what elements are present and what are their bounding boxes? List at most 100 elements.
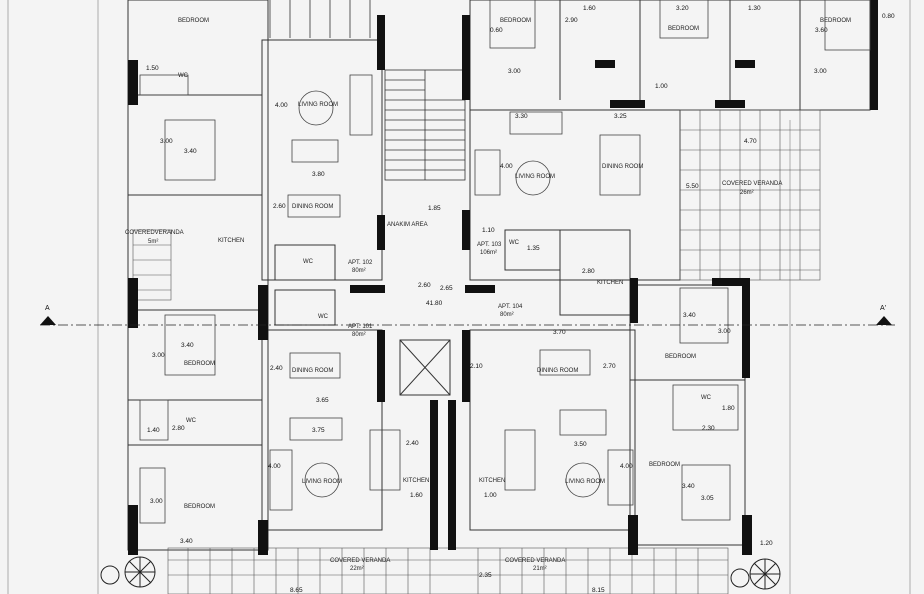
label-covered-veranda-small: COVEREDVERANDA bbox=[125, 230, 184, 236]
dim: 1.30 bbox=[748, 5, 761, 12]
dim: 2.30 bbox=[702, 425, 715, 432]
label-dining-room-4: DINING ROOM bbox=[602, 164, 643, 170]
dim: 0.60 bbox=[490, 27, 503, 34]
dim: 2.80 bbox=[172, 425, 185, 432]
dim: 1.00 bbox=[484, 492, 497, 499]
dim: 3.40 bbox=[184, 148, 197, 155]
veranda-area-22: 22m² bbox=[350, 566, 364, 572]
label-bedroom-3: BEDROOM bbox=[184, 504, 215, 510]
dim: 2.10 bbox=[470, 363, 483, 370]
dim: 2.65 bbox=[440, 285, 453, 292]
dim: 4.70 bbox=[744, 138, 757, 145]
dim: 1.20 bbox=[760, 540, 773, 547]
label-covered-veranda-2: COVERED VERANDA bbox=[330, 558, 390, 564]
dim: 3.20 bbox=[676, 5, 689, 12]
label-bedroom-6: BEDROOM bbox=[500, 18, 531, 24]
stair-area-41: 41.80 bbox=[426, 300, 443, 307]
dim: 1.60 bbox=[410, 492, 423, 499]
label-living-room-2: LIVING ROOM bbox=[302, 479, 342, 485]
veranda-left-small bbox=[132, 229, 172, 301]
dim: 3.00 bbox=[152, 352, 165, 359]
apt-102-area: 80m² bbox=[352, 268, 366, 274]
dim: 1.10 bbox=[482, 227, 495, 234]
dim: 4.00 bbox=[268, 463, 281, 470]
dim: 2.40 bbox=[270, 365, 283, 372]
dim: 2.35 bbox=[479, 572, 492, 579]
dim: 1.80 bbox=[722, 405, 735, 412]
apt-104-label: APT. 104 bbox=[498, 304, 523, 310]
apt-103-area: 106m² bbox=[480, 250, 497, 256]
veranda-area-21: 21m² bbox=[533, 566, 547, 572]
dim: 2.60 bbox=[418, 282, 431, 289]
label-living-room-4: LIVING ROOM bbox=[515, 174, 555, 180]
dim: 3.00 bbox=[814, 68, 827, 75]
veranda-bottom bbox=[167, 547, 729, 594]
label-bedroom-7: BEDROOM bbox=[668, 26, 699, 32]
dim: 3.65 bbox=[316, 397, 329, 404]
dim: 1.85 bbox=[428, 205, 441, 212]
dim: 4.00 bbox=[275, 102, 288, 109]
lift-shaft bbox=[399, 339, 451, 396]
label-wc-2: WC bbox=[303, 259, 314, 265]
label-bedroom-1: BEDROOM bbox=[178, 18, 209, 24]
veranda-top-right bbox=[679, 109, 821, 281]
interior-walls bbox=[127, 0, 871, 551]
label-kitchen-1: KITCHEN bbox=[218, 238, 244, 244]
section-a-right: A' bbox=[880, 305, 886, 312]
dim: 2.80 bbox=[582, 268, 595, 275]
label-wc-4: WC bbox=[186, 418, 197, 424]
dim: 3.40 bbox=[181, 342, 194, 349]
label-bedroom-2: BEDROOM bbox=[184, 361, 215, 367]
dim: 3.40 bbox=[682, 483, 695, 490]
tree-right bbox=[730, 558, 781, 590]
dim: 2.70 bbox=[603, 363, 616, 370]
dim: 1.50 bbox=[146, 65, 159, 72]
stairs bbox=[269, 0, 466, 181]
label-dining-room-3: DINING ROOM bbox=[537, 368, 578, 374]
room-labels: BEDROOM WC LIVING ROOM DINING ROOM KITCH… bbox=[125, 18, 851, 564]
apt-102-label: APT. 102 bbox=[348, 260, 373, 266]
dimension-labels: 1.50 4.00 3.00 3.40 3.80 2.60 1.85 1.10 … bbox=[146, 5, 895, 594]
dim: 3.50 bbox=[574, 441, 587, 448]
label-bedroom-4: BEDROOM bbox=[649, 462, 680, 468]
site-lines bbox=[7, 0, 911, 594]
dim: 3.30 bbox=[515, 113, 528, 120]
dim: 2.90 bbox=[565, 17, 578, 24]
dim: 4.00 bbox=[500, 163, 513, 170]
dim: 2.40 bbox=[406, 440, 419, 447]
label-bedroom-5: BEDROOM bbox=[665, 354, 696, 360]
apt-101-label: APT. 101 bbox=[348, 324, 373, 330]
apt-101-area: 80m² bbox=[352, 332, 366, 338]
dim: 3.60 bbox=[815, 27, 828, 34]
label-covered-veranda-3: COVERED VERANDA bbox=[505, 558, 565, 564]
dim: 4.00 bbox=[620, 463, 633, 470]
area-labels: 26m² 5m² 22m² 21m² 41.80 bbox=[148, 190, 754, 572]
apt-104-area: 80m² bbox=[500, 312, 514, 318]
veranda-area-26: 26m² bbox=[740, 190, 754, 196]
dim: 1.00 bbox=[655, 83, 668, 90]
label-bedroom-8: BEDROOM bbox=[820, 18, 851, 24]
section-line bbox=[40, 316, 895, 326]
dim: 3.05 bbox=[701, 495, 714, 502]
dim: 2.60 bbox=[273, 203, 286, 210]
dim: 3.70 bbox=[553, 329, 566, 336]
columns bbox=[128, 0, 878, 555]
label-living-room-1: LIVING ROOM bbox=[298, 102, 338, 108]
dim: 3.00 bbox=[718, 328, 731, 335]
dim: 3.80 bbox=[312, 171, 325, 178]
label-wc-1: WC bbox=[178, 73, 189, 79]
dim: 3.40 bbox=[180, 538, 193, 545]
dim: 5.50 bbox=[686, 183, 699, 190]
dim: 3.25 bbox=[614, 113, 627, 120]
label-wc-6: WC bbox=[509, 240, 520, 246]
apartment-labels: APT. 102 80m² APT. 101 80m² APT. 103 106… bbox=[348, 242, 523, 338]
furniture bbox=[139, 0, 871, 524]
dim: 8.65 bbox=[290, 587, 303, 594]
dim: 1.40 bbox=[147, 427, 160, 434]
label-dining-room-1: DINING ROOM bbox=[292, 204, 333, 210]
dim: 3.00 bbox=[508, 68, 521, 75]
label-covered-veranda-1: COVERED VERANDA bbox=[722, 181, 782, 187]
label-kitchen-4: KITCHEN bbox=[597, 280, 623, 286]
